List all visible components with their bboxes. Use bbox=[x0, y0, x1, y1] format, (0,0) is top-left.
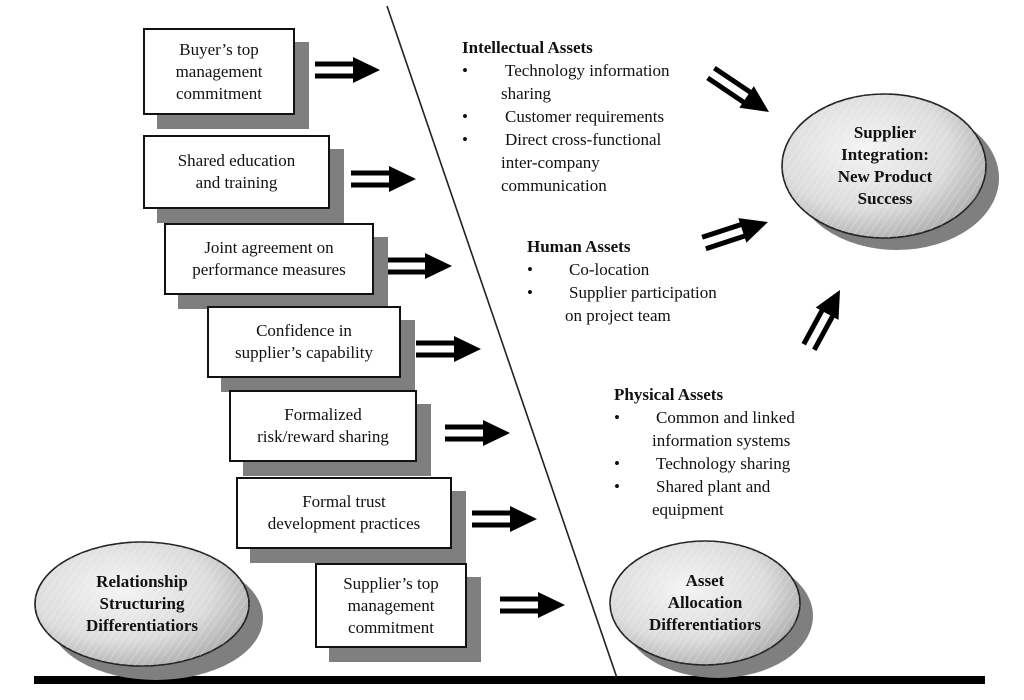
outcome-ellipse bbox=[781, 93, 999, 250]
differentiator-box: Joint agreement on performance measures bbox=[164, 223, 374, 295]
asset-group-title: Physical Assets bbox=[614, 385, 724, 404]
box-label-line: and training bbox=[195, 173, 278, 192]
asset-group: Human Assets • Co-location • Supplier partic… bbox=[527, 235, 717, 327]
box-label-line: management bbox=[347, 595, 435, 615]
box-label-line: Shared education bbox=[177, 151, 296, 170]
asset-group-title: Intellectual Assets bbox=[462, 38, 593, 57]
baseline-bar bbox=[34, 676, 985, 684]
bullet-icon: • bbox=[614, 408, 620, 427]
asset-item-text: Common and linked bbox=[656, 408, 795, 427]
asset-allocation-ellipse bbox=[609, 540, 813, 678]
bullet-icon: • bbox=[614, 454, 620, 473]
bullet-icon: • bbox=[527, 260, 533, 279]
bullet-icon: • bbox=[614, 477, 620, 496]
differentiator-box: Formal trust development practices bbox=[236, 477, 452, 549]
asset-item-text: Technology information bbox=[505, 61, 670, 80]
box-label-line: Buyer’s top bbox=[179, 39, 259, 59]
label-line: New Product bbox=[837, 167, 933, 186]
bullet-icon: • bbox=[462, 61, 468, 80]
label-line: Supplier bbox=[853, 123, 917, 142]
double-arrow-icon bbox=[801, 289, 841, 352]
box-label-line: Formalized bbox=[284, 405, 362, 424]
double-arrow-icon bbox=[472, 506, 537, 532]
box-label-line: management bbox=[175, 61, 263, 81]
double-arrow-icon bbox=[351, 166, 416, 192]
double-arrow-icon bbox=[706, 65, 770, 113]
asset-item-text: on project team bbox=[565, 306, 671, 325]
differentiator-box: Shared education and training bbox=[143, 135, 330, 209]
asset-list-item: • Co-location bbox=[527, 258, 717, 281]
relationship-ellipse bbox=[34, 541, 263, 680]
box-label-line: Supplier’s top bbox=[343, 573, 439, 593]
bullet-icon: • bbox=[462, 107, 468, 126]
asset-list-item: • Direct cross-functional inter-company com… bbox=[462, 128, 670, 197]
asset-list-item: • Shared plant and equipment bbox=[614, 475, 795, 521]
asset-list-item: • Common and linked information systems bbox=[614, 406, 795, 452]
double-arrow-icon bbox=[445, 420, 510, 446]
asset-list-item: • Technology sharing bbox=[614, 452, 795, 475]
asset-item-text: Technology sharing bbox=[656, 454, 791, 473]
double-arrow-icon bbox=[701, 218, 768, 252]
label-line: Differentiatiors bbox=[648, 615, 762, 634]
asset-group: Intellectual Assets • Technology informati… bbox=[462, 36, 670, 197]
diagonal-divider bbox=[386, 5, 618, 679]
double-arrow-icon bbox=[416, 336, 481, 362]
box-label-line: supplier’s capability bbox=[234, 343, 374, 362]
box-label-line: Formal trust bbox=[302, 492, 386, 511]
label-line: Allocation bbox=[667, 593, 743, 612]
box-label-line: commitment bbox=[348, 617, 434, 637]
asset-item-text: communication bbox=[501, 176, 607, 195]
asset-item-text: sharing bbox=[501, 84, 552, 103]
label-line: Success bbox=[857, 189, 913, 208]
box-label-line: Joint agreement on bbox=[204, 238, 334, 257]
asset-list-item: • Supplier participation on project team bbox=[527, 281, 717, 327]
double-arrow-icon bbox=[387, 253, 452, 279]
box-label-line: risk/reward sharing bbox=[257, 427, 389, 446]
differentiator-box: Confidence in supplier’s capability bbox=[207, 306, 401, 378]
differentiator-box: Formalized risk/reward sharing bbox=[229, 390, 417, 462]
double-arrow-icon bbox=[315, 57, 380, 83]
label-line: Integration: bbox=[841, 145, 929, 164]
bullet-icon: • bbox=[462, 130, 468, 149]
label-line: Asset bbox=[685, 571, 725, 590]
asset-item-text: Customer requirements bbox=[505, 107, 665, 126]
asset-item-text: Direct cross-functional bbox=[505, 130, 662, 149]
asset-group-title: Human Assets bbox=[527, 237, 631, 256]
label-line: Relationship bbox=[96, 572, 188, 591]
label-line: Structuring bbox=[99, 594, 185, 613]
asset-list-item: • Technology information sharing bbox=[462, 59, 670, 105]
box-label-line: performance measures bbox=[192, 260, 346, 279]
box-label-line: commitment bbox=[176, 83, 262, 103]
asset-item-text: Shared plant and bbox=[656, 477, 771, 496]
label-line: Differentiatiors bbox=[85, 616, 199, 635]
box-label-line: Confidence in bbox=[256, 321, 352, 340]
asset-group: Physical Assets • Common and linked informa… bbox=[614, 383, 795, 521]
asset-list-item: • Customer requirements bbox=[462, 105, 670, 128]
asset-item-text: Supplier participation bbox=[569, 283, 717, 302]
asset-item-text: Co-location bbox=[569, 260, 650, 279]
asset-item-text: inter-company bbox=[501, 153, 600, 172]
asset-item-text: information systems bbox=[652, 431, 791, 450]
box-label-line: development practices bbox=[267, 514, 421, 533]
double-arrow-icon bbox=[500, 592, 565, 618]
bullet-icon: • bbox=[527, 283, 533, 302]
asset-item-text: equipment bbox=[652, 500, 724, 519]
